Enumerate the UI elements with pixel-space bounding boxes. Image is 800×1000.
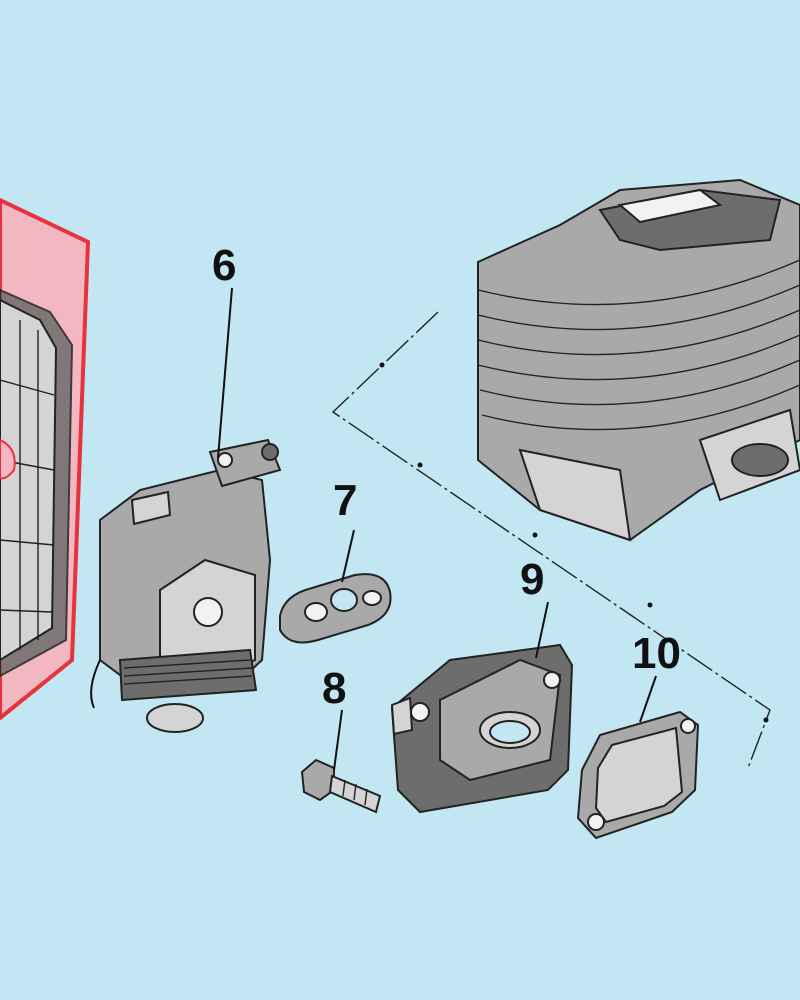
air-filter-cover-icon[interactable]: [0, 197, 91, 721]
callout-8: 8: [322, 664, 346, 713]
cylinder-icon[interactable]: [477, 178, 800, 542]
callout-7: 7: [333, 476, 357, 525]
leader-lines: [217, 287, 657, 771]
callout-9: 9: [520, 555, 544, 604]
callout-10: 10: [632, 629, 681, 678]
intake-manifold-icon[interactable]: [390, 643, 574, 814]
carburetor-gasket-icon[interactable]: [279, 573, 392, 644]
carburetor-icon[interactable]: [90, 438, 282, 733]
bolt-icon[interactable]: [300, 758, 382, 814]
assembly-bracket-line: [331, 311, 771, 769]
callout-6: 6: [212, 241, 236, 290]
manifold-gasket-icon[interactable]: [576, 710, 700, 840]
